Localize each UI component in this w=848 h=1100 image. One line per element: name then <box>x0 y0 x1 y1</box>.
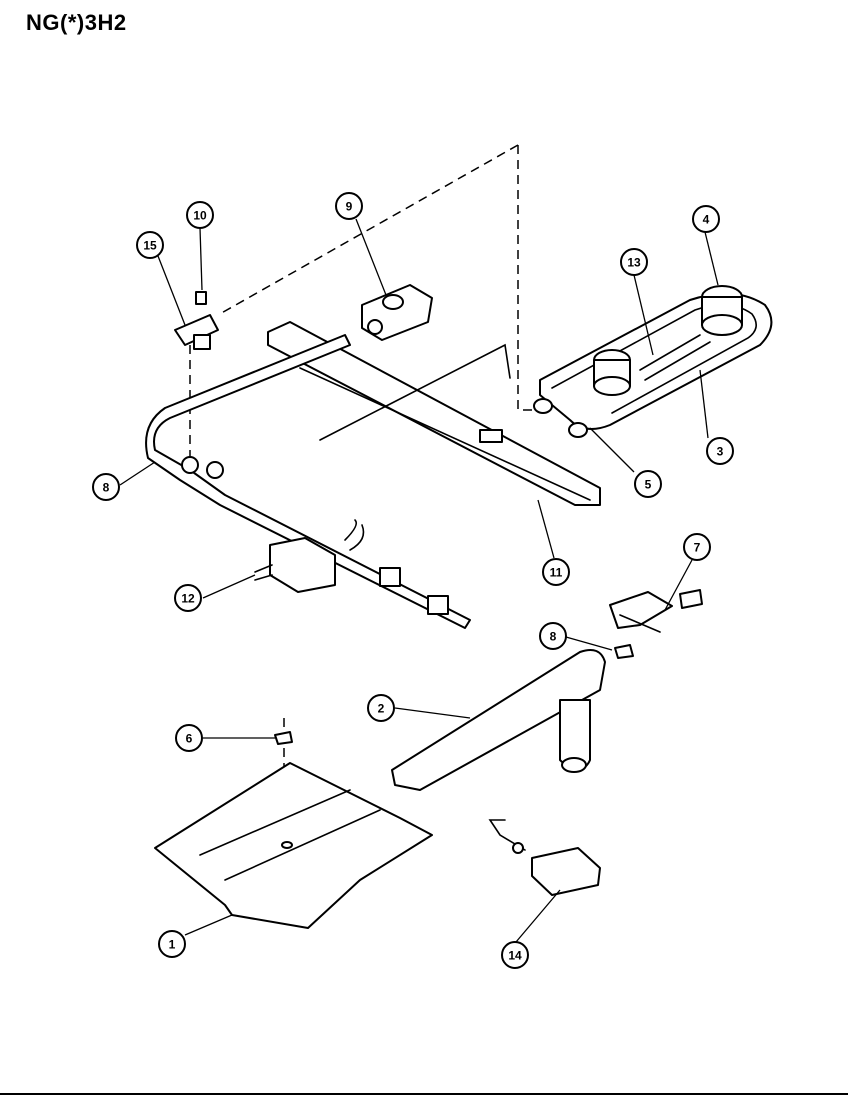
callout-2-label: 2 <box>378 702 385 716</box>
orifice-fitting-15 <box>174 291 219 350</box>
callout-11-label: 11 <box>550 566 563 580</box>
callout-6: 6 <box>175 724 203 752</box>
gas-manifold-8 <box>145 334 471 629</box>
callout-9-label: 9 <box>346 200 353 214</box>
callout-3-label: 3 <box>717 445 724 459</box>
callout-1: 1 <box>158 930 186 958</box>
page-title: NG(*)3H2 <box>26 10 127 35</box>
callout-6-label: 6 <box>186 732 193 746</box>
callout-4: 4 <box>692 205 720 233</box>
callout-8-lower-label: 8 <box>550 630 557 644</box>
callout-13-label: 13 <box>627 256 641 270</box>
callout-5-label: 5 <box>645 478 652 492</box>
callout-12: 12 <box>174 584 202 612</box>
callout-9: 9 <box>335 192 363 220</box>
callout-4-label: 4 <box>703 213 710 227</box>
callout-2: 2 <box>367 694 395 722</box>
callout-15-label: 15 <box>143 239 157 253</box>
callout-12-label: 12 <box>181 592 195 606</box>
callout-14: 14 <box>501 941 529 969</box>
callout-1-label: 1 <box>169 938 176 952</box>
oven-burner-2 <box>391 649 606 791</box>
manifold-bracket-11 <box>267 321 601 506</box>
callout-8-upper: 8 <box>92 473 120 501</box>
callout-3: 3 <box>706 437 734 465</box>
control-valve-12 <box>254 519 365 593</box>
callout-8-lower: 8 <box>539 622 567 650</box>
callout-14-label: 14 <box>508 949 522 963</box>
callout-7-label: 7 <box>694 541 701 555</box>
callout-7: 7 <box>683 533 711 561</box>
ignitor-7 <box>609 589 703 633</box>
bottom-rule <box>0 1093 848 1095</box>
clips-6 <box>274 644 634 745</box>
callout-15: 15 <box>136 231 164 259</box>
leader-lines <box>119 218 719 943</box>
callout-8-upper-label: 8 <box>103 481 110 495</box>
burner-shield-1 <box>154 762 433 929</box>
callout-5: 5 <box>634 470 662 498</box>
burner-assembly <box>533 285 773 438</box>
callout-10-label: 10 <box>193 209 207 223</box>
callout-13: 13 <box>620 248 648 276</box>
safety-valve-14 <box>488 819 601 896</box>
callout-11: 11 <box>542 558 570 586</box>
regulator-9 <box>361 284 433 341</box>
callout-10: 10 <box>186 201 214 229</box>
